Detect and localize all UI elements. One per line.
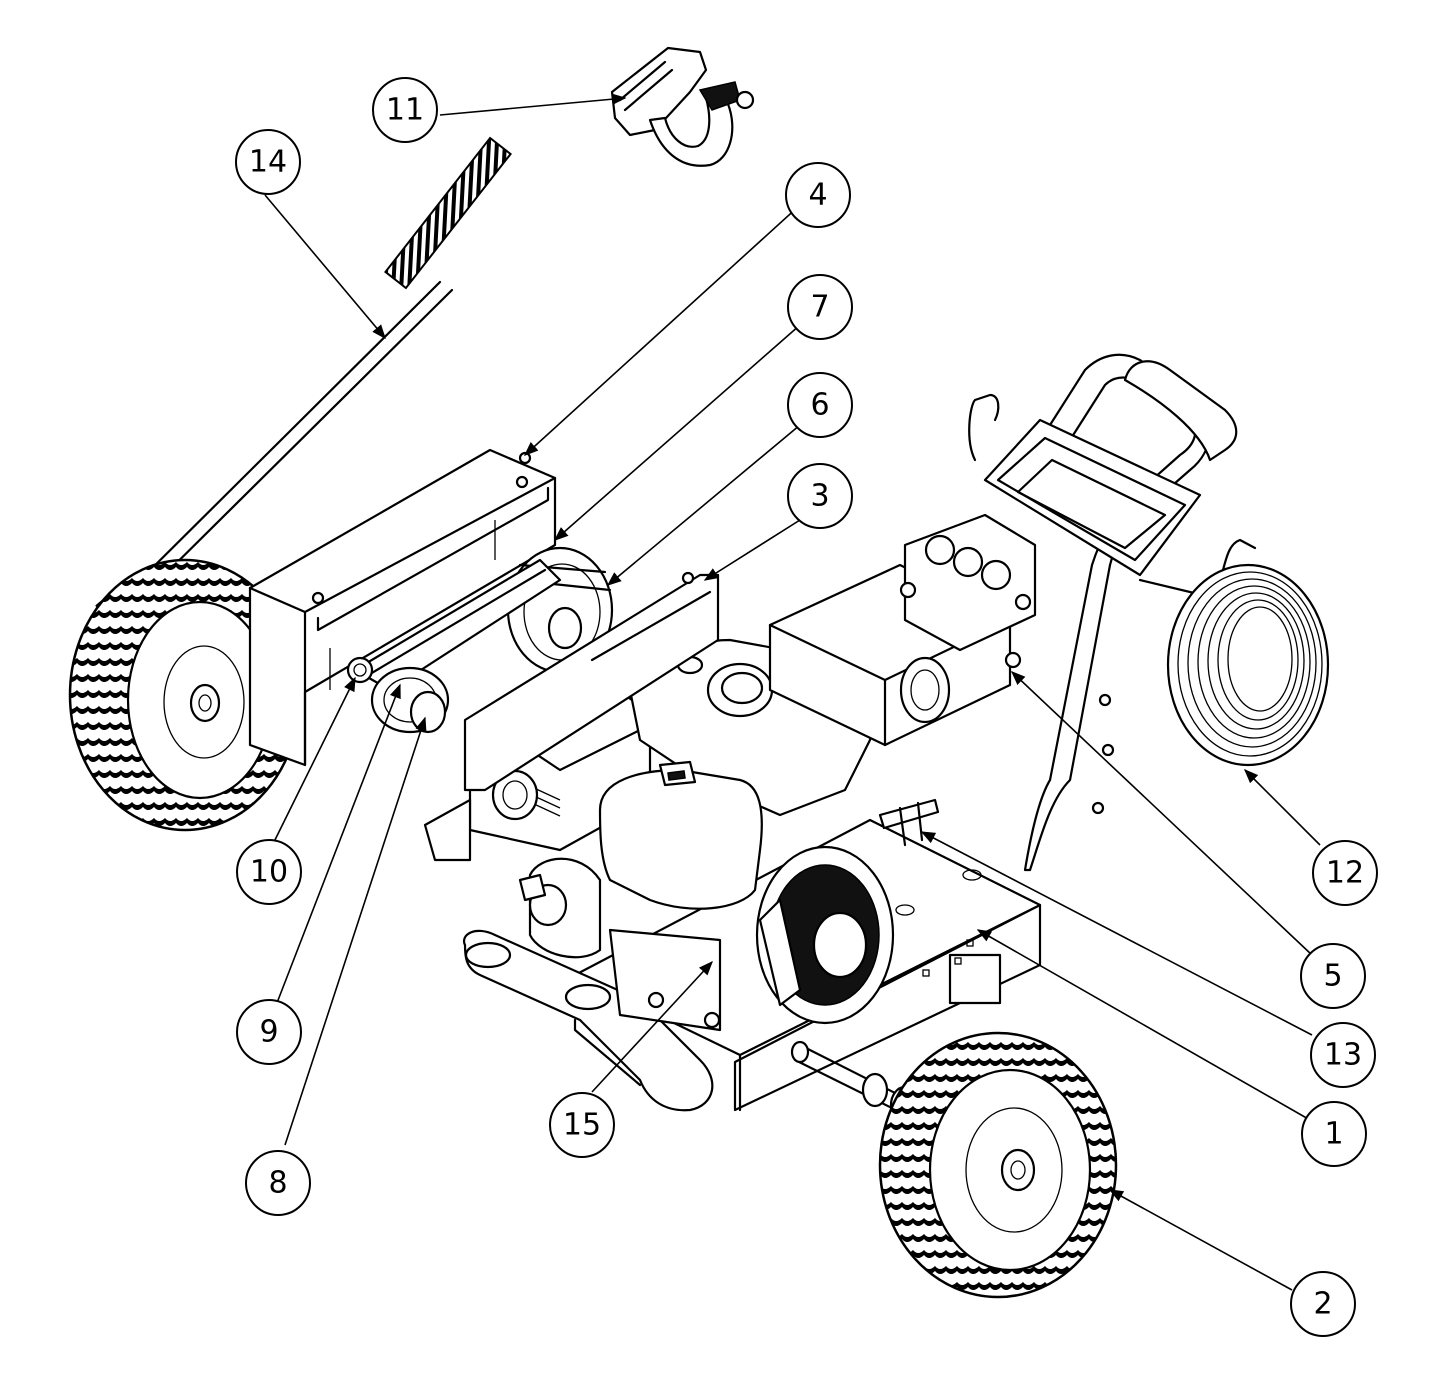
callout-10: 10 — [236, 839, 302, 905]
callout-11: 11 — [372, 77, 438, 143]
callout-label-5: 5 — [1323, 959, 1342, 994]
callout-label-7: 7 — [810, 290, 829, 325]
callout-3: 3 — [787, 463, 853, 529]
callout-4: 4 — [785, 162, 851, 228]
callout-2: 2 — [1290, 1271, 1356, 1337]
callout-label-8: 8 — [268, 1166, 287, 1201]
callout-13: 13 — [1310, 1022, 1376, 1088]
callout-6: 6 — [787, 372, 853, 438]
callout-label-9: 9 — [259, 1015, 278, 1050]
callout-label-13: 13 — [1324, 1038, 1362, 1073]
spray-gun — [610, 46, 755, 167]
callout-label-12: 12 — [1326, 856, 1364, 891]
callout-label-1: 1 — [1324, 1117, 1343, 1152]
callout-12: 12 — [1312, 840, 1378, 906]
callout-5: 5 — [1300, 943, 1366, 1009]
pump — [768, 513, 1037, 747]
mounting-plate — [423, 571, 720, 862]
callout-9: 9 — [236, 999, 302, 1065]
callout-label-14: 14 — [249, 145, 287, 180]
callout-label-10: 10 — [250, 855, 288, 890]
callout-label-2: 2 — [1313, 1287, 1332, 1322]
callout-14: 14 — [235, 129, 301, 195]
leader-lines — [264, 93, 1321, 1291]
callout-15: 15 — [549, 1092, 615, 1158]
callout-label-11: 11 — [386, 93, 424, 128]
rear-handle — [968, 353, 1257, 872]
hose-coil — [1166, 563, 1330, 767]
callout-1: 1 — [1301, 1101, 1367, 1167]
callout-label-3: 3 — [810, 479, 829, 514]
callout-7: 7 — [787, 274, 853, 340]
left-wheel — [68, 558, 302, 832]
front-wheel — [790, 1031, 1118, 1299]
callout-8: 8 — [245, 1150, 311, 1216]
callout-label-15: 15 — [563, 1108, 601, 1143]
callout-label-6: 6 — [810, 388, 829, 423]
front-handle — [462, 929, 714, 1112]
callout-label-4: 4 — [808, 178, 827, 213]
